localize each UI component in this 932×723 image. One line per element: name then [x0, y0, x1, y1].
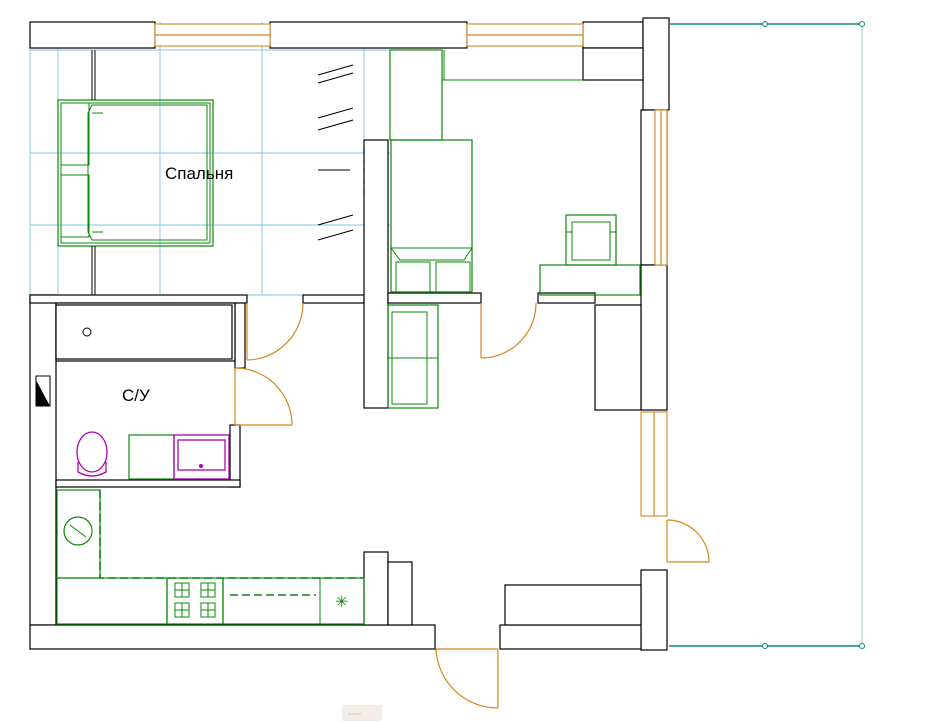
- washing-machine: [128, 434, 175, 480]
- kitchen-sink-icon: ✳: [335, 592, 348, 611]
- windows: [154, 23, 668, 517]
- bathroom-sink: [173, 434, 230, 480]
- double-bed: [57, 99, 214, 247]
- doors: [234, 302, 710, 709]
- terrace: [669, 21, 865, 649]
- bathroom-label: С/У: [122, 386, 150, 405]
- kitchen: ✳: [56, 489, 365, 625]
- second-room-furniture: [387, 49, 641, 409]
- bedroom-label: Спальня: [165, 164, 233, 183]
- toilet: [76, 431, 108, 473]
- bathroom-fixtures: [35, 304, 233, 480]
- desk: [539, 264, 641, 296]
- single-bed: [390, 139, 473, 293]
- footer-stamp: ----: [348, 709, 361, 720]
- sofa: [387, 304, 439, 409]
- bedroom-furniture: [57, 50, 365, 295]
